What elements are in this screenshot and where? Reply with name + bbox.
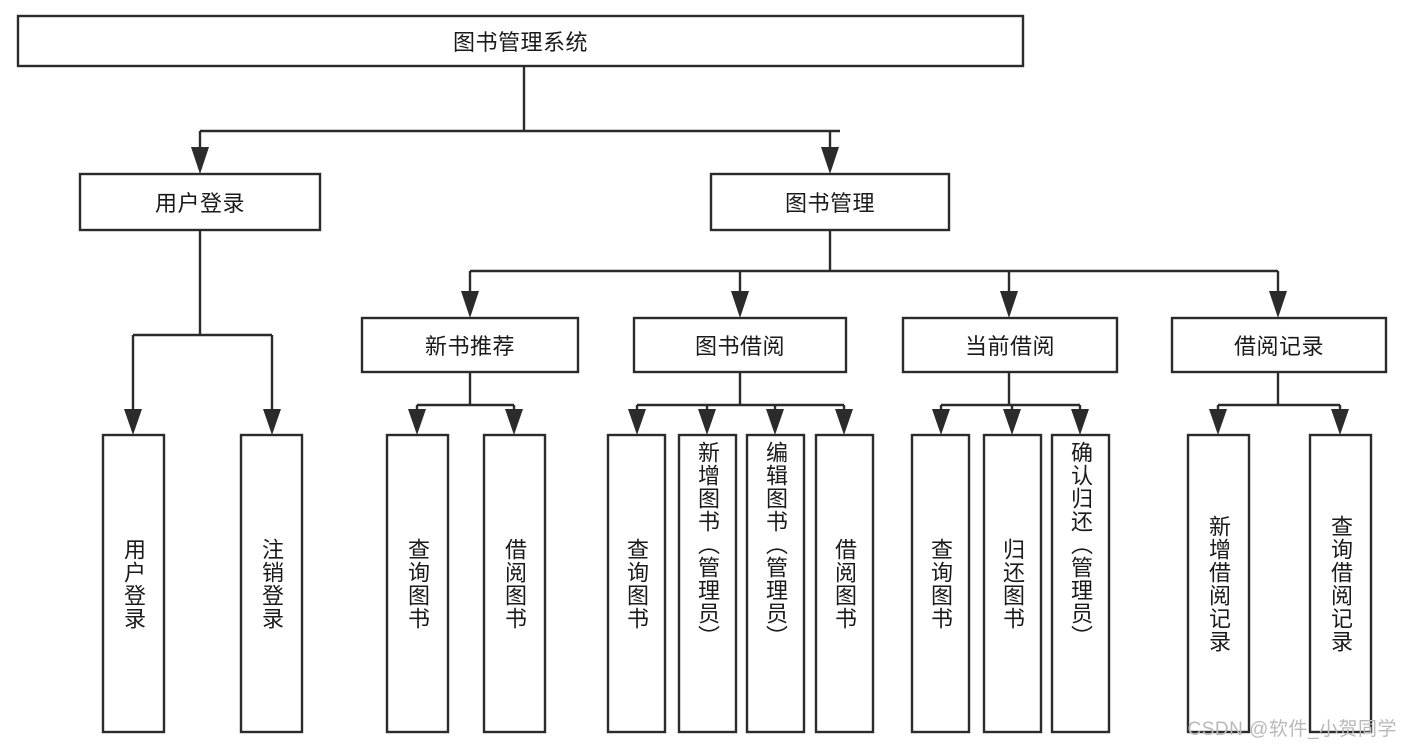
arrowhead-book-borrow-leaf-3 [835, 409, 853, 435]
arrowhead-current-borrow-leaf-1 [1003, 409, 1021, 435]
arrowhead-user-login-leaf-0 [124, 409, 142, 435]
node-book-borrow-box[interactable] [632, 316, 848, 374]
node-current-borrow-box[interactable] [901, 316, 1119, 374]
leaf-book-borrow-3-box[interactable] [814, 433, 875, 734]
arrowhead-new-book-leaf-0 [408, 409, 426, 435]
node-new-book-recommend-box[interactable] [360, 316, 580, 374]
arrowhead-new-book-leaf-1 [505, 409, 523, 435]
leaf-current-borrow-1-box[interactable] [982, 433, 1043, 734]
arrowhead-book-borrow-leaf-2 [766, 409, 784, 435]
node-borrow-record-box[interactable] [1170, 316, 1388, 374]
leaf-new-book-0-box[interactable] [385, 433, 450, 734]
leaf-new-book-1-box[interactable] [482, 433, 547, 734]
arrowhead-new-book-recommend [461, 291, 479, 318]
leaf-current-borrow-2-box[interactable] [1050, 433, 1111, 734]
arrowhead-book-borrow-leaf-1 [698, 409, 716, 435]
arrowhead-borrow-record [1269, 291, 1287, 318]
arrowhead-book-borrow-leaf-0 [628, 409, 646, 435]
node-user-login-box[interactable] [78, 172, 322, 232]
leaf-book-borrow-2-box[interactable] [745, 433, 806, 734]
watermark-text: CSDN @软件_小贺同学 [1187, 719, 1397, 740]
leaf-user-login-1-box[interactable] [239, 433, 304, 734]
arrowhead-book-manage [821, 147, 839, 174]
arrowhead-borrow-record-leaf-1 [1331, 409, 1349, 435]
leaf-book-borrow-1-box[interactable] [677, 433, 738, 734]
arrowhead-user-login-leaf-1 [263, 409, 281, 435]
arrowhead-user-login [191, 147, 209, 174]
node-book-manage-box[interactable] [709, 172, 951, 232]
leaf-book-borrow-0-box[interactable] [606, 433, 667, 734]
arrowhead-borrow-record-leaf-0 [1209, 409, 1227, 435]
arrowhead-current-borrow-leaf-0 [932, 409, 950, 435]
node-root-box[interactable] [16, 14, 1025, 68]
arrowhead-current-borrow [1000, 291, 1018, 318]
leaf-borrow-record-0-box[interactable] [1186, 433, 1251, 734]
leaf-user-login-0-box[interactable] [101, 433, 166, 734]
leaf-current-borrow-0-box[interactable] [910, 433, 971, 734]
arrowhead-book-borrow [731, 291, 749, 318]
leaf-borrow-record-1-box[interactable] [1308, 433, 1373, 734]
arrowhead-current-borrow-leaf-2 [1071, 409, 1089, 435]
